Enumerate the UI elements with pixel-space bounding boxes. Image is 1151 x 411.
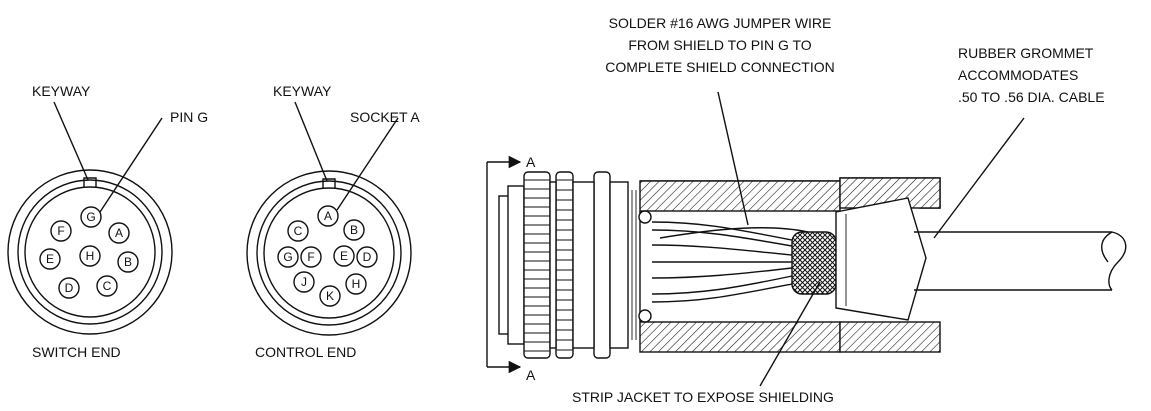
control-socket-b: B — [343, 219, 365, 241]
switch-keyway-leader — [53, 101, 89, 181]
svg-text:SOLDER #16 AWG JUMPER WIRE: SOLDER #16 AWG JUMPER WIRE — [609, 15, 832, 31]
svg-text:.50 TO .56 DIA. CABLE: .50 TO .56 DIA. CABLE — [958, 89, 1105, 105]
front-collar — [507, 185, 525, 345]
switch-pin-g-leader — [99, 117, 163, 213]
control-end-caption: CONTROL END — [255, 344, 356, 360]
svg-text:G: G — [283, 250, 292, 264]
solder-callout: SOLDER #16 AWG JUMPER WIRE FROM SHIELD T… — [605, 15, 834, 75]
svg-text:E: E — [340, 249, 348, 263]
switch-pin-g: G — [80, 206, 102, 228]
svg-text:A: A — [324, 209, 332, 223]
svg-text:D: D — [363, 250, 372, 264]
cable-shielding — [791, 231, 837, 295]
svg-text:F: F — [57, 224, 64, 238]
svg-text:C: C — [103, 279, 112, 293]
control-socket-a: A — [317, 205, 339, 227]
cable — [914, 231, 1127, 291]
svg-text:ACCOMMODATES: ACCOMMODATES — [958, 67, 1078, 83]
control-keyway-label: KEYWAY — [273, 83, 332, 99]
control-socket-k: K — [319, 285, 341, 307]
switch-pin-g-label: PIN G — [170, 109, 208, 125]
svg-text:D: D — [65, 281, 74, 295]
conductor-wires — [651, 221, 809, 303]
section-marker-bottom: A — [526, 367, 536, 383]
switch-pin-b: B — [117, 251, 139, 273]
strip-callout-leader — [759, 281, 821, 387]
svg-text:E: E — [46, 252, 54, 266]
switch-pin-e: E — [39, 248, 61, 270]
control-socket-f: F — [300, 246, 322, 268]
switch-pin-a: A — [108, 222, 130, 244]
control-socket-j: J — [293, 271, 315, 293]
switch-pin-c: C — [96, 275, 118, 297]
svg-text:H: H — [352, 277, 361, 291]
switch-pin-d: D — [58, 277, 80, 299]
strip-callout: STRIP JACKET TO EXPOSE SHIELDING — [572, 389, 834, 405]
svg-text:B: B — [350, 223, 358, 237]
solder-callout-leader — [717, 91, 749, 226]
connector-assembly: A A — [486, 91, 1127, 387]
switch-end-caption: SWITCH END — [32, 344, 121, 360]
control-socket-e: E — [333, 245, 355, 267]
section-line — [486, 155, 522, 374]
control-socket-g: G — [277, 246, 299, 268]
control-keyway-leader — [294, 101, 328, 182]
control-socket-d: D — [356, 246, 378, 268]
control-socket-a-label: SOCKET A — [350, 109, 420, 125]
svg-text:H: H — [86, 249, 95, 263]
svg-text:A: A — [115, 226, 123, 240]
jumper-wire — [659, 227, 809, 239]
switch-pin-h: H — [79, 245, 101, 267]
control-end-view: A C B G F E D J — [246, 101, 412, 336]
svg-text:F: F — [307, 250, 314, 264]
svg-text:B: B — [124, 255, 132, 269]
control-socket-a-leader — [336, 117, 399, 211]
svg-text:J: J — [301, 275, 307, 289]
rubber-grommet — [835, 197, 927, 321]
svg-text:K: K — [326, 289, 334, 303]
grommet-callout-leader — [933, 117, 1025, 239]
section-marker-top: A — [526, 154, 536, 170]
svg-text:G: G — [86, 210, 95, 224]
switch-end-view: G F A E H B D C — [7, 101, 173, 335]
back-shell — [638, 177, 941, 353]
coupling-nut — [523, 171, 641, 359]
switch-pin-f: F — [50, 220, 72, 242]
grommet-callout: RUBBER GROMMET ACCOMMODATES .50 TO .56 D… — [958, 45, 1105, 105]
svg-text:C: C — [294, 224, 303, 238]
svg-text:FROM SHIELD TO PIN G TO: FROM SHIELD TO PIN G TO — [628, 37, 811, 53]
control-socket-c: C — [287, 220, 309, 242]
control-socket-h: H — [345, 273, 367, 295]
svg-text:COMPLETE SHIELD CONNECTION: COMPLETE SHIELD CONNECTION — [605, 59, 834, 75]
svg-text:RUBBER GROMMET: RUBBER GROMMET — [958, 45, 1094, 61]
switch-keyway-label: KEYWAY — [32, 83, 91, 99]
